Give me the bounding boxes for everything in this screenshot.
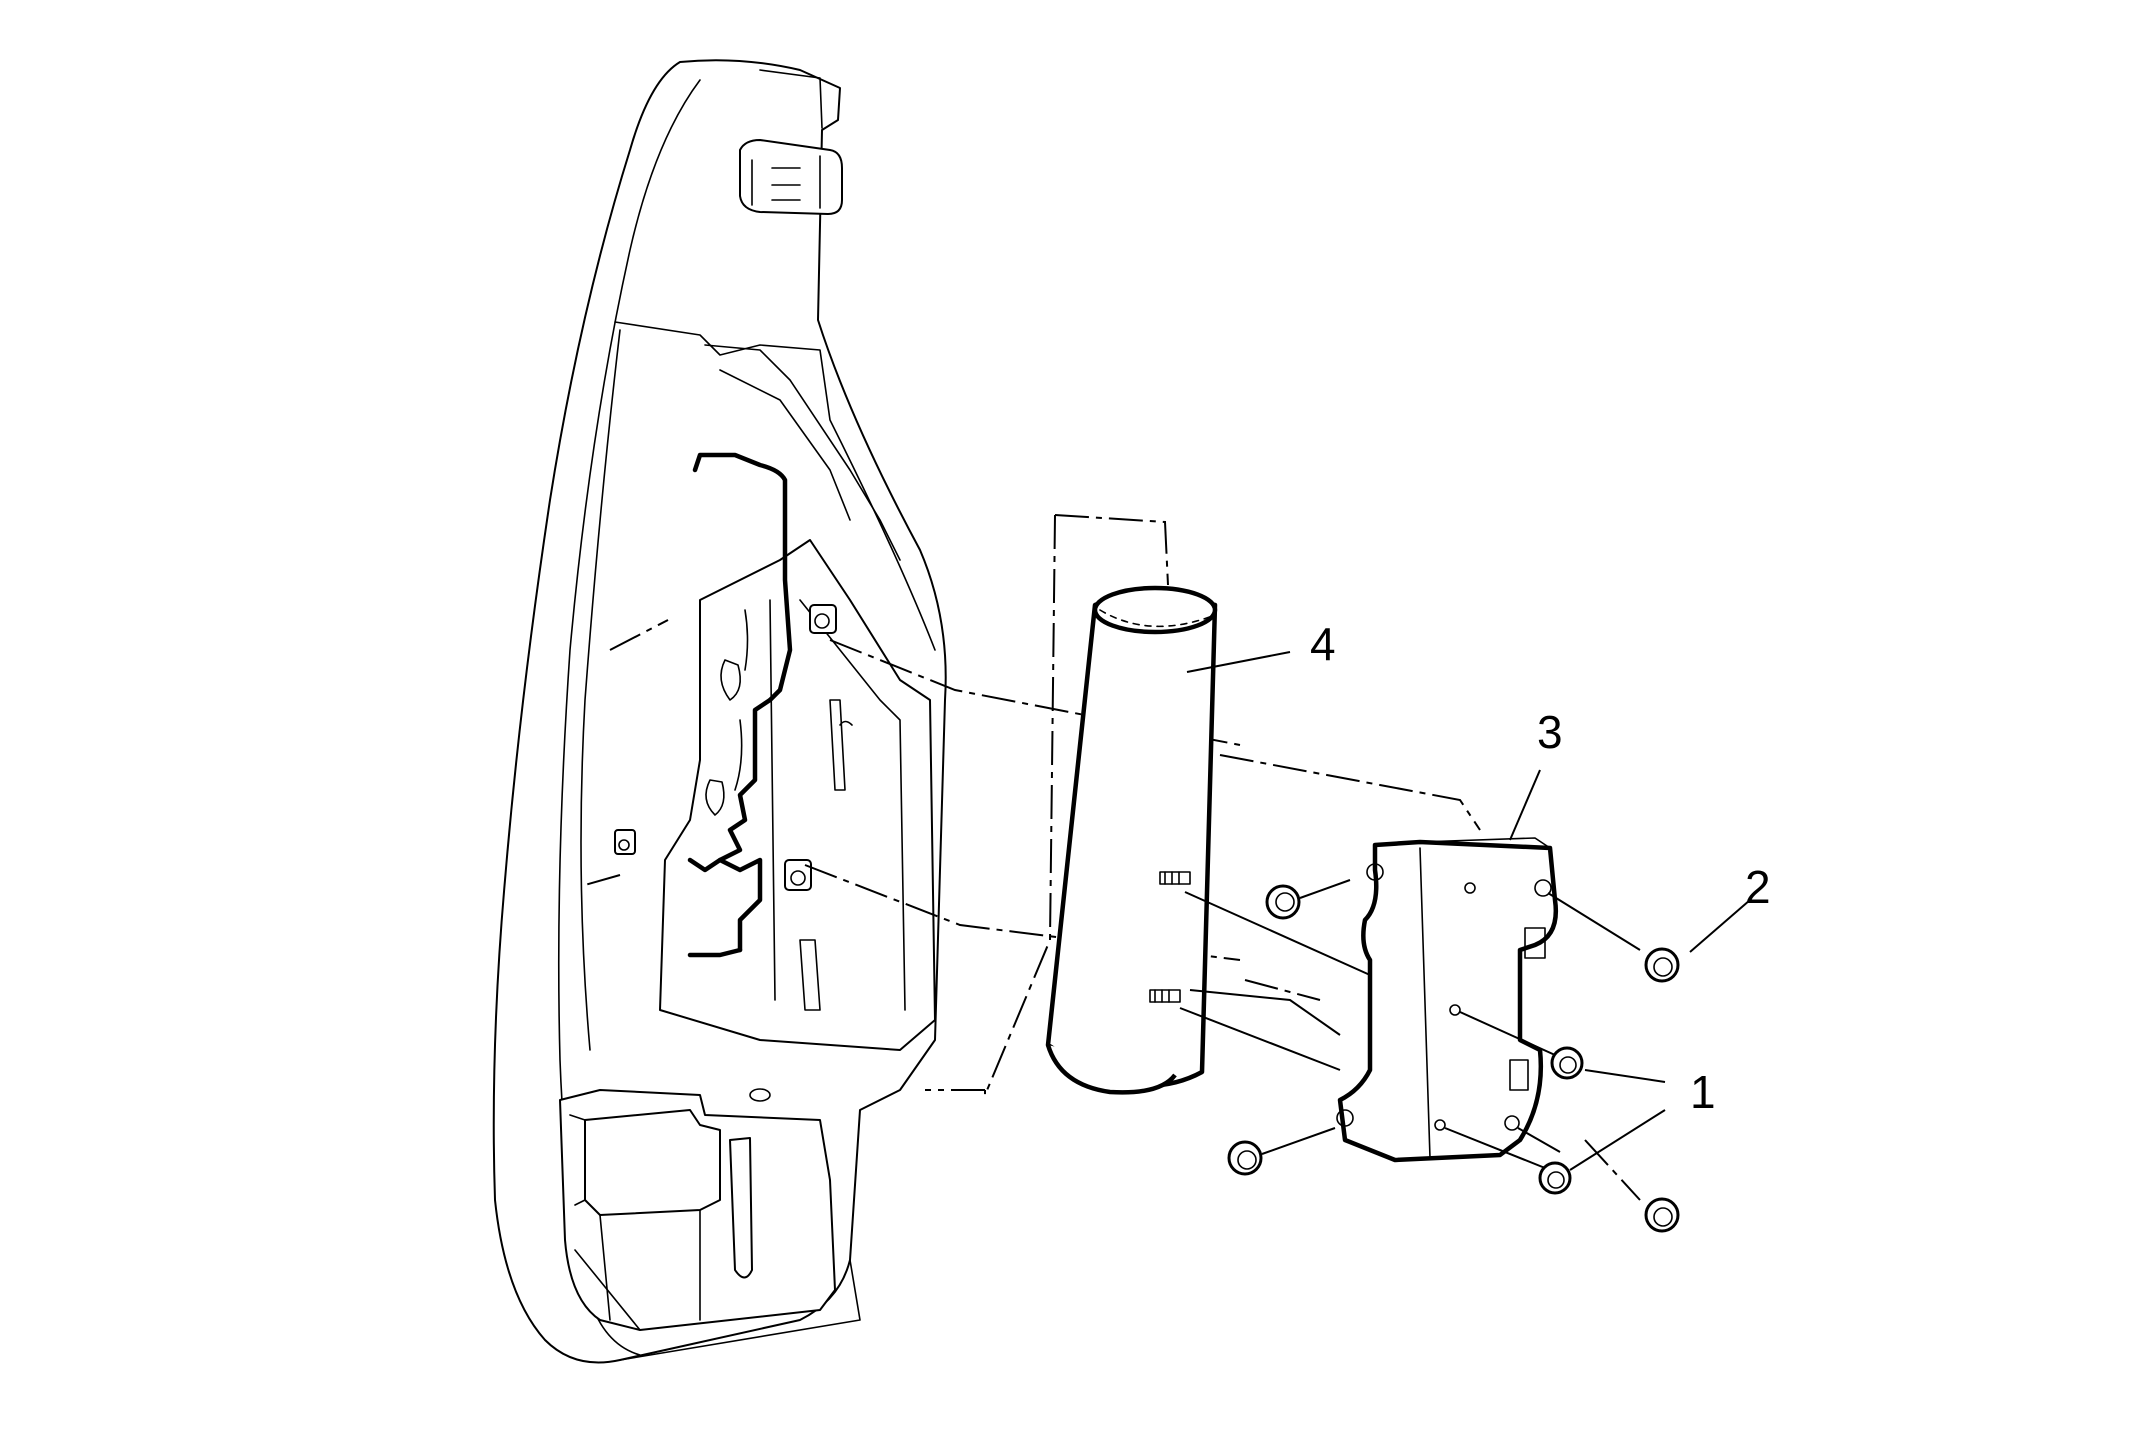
trim-panel <box>492 59 947 1364</box>
fasteners <box>1227 879 1680 1233</box>
bolt-lower-far-right <box>1644 1197 1680 1233</box>
callout-2: 2 <box>1745 861 1771 913</box>
alignment-lines <box>584 514 1641 1201</box>
callout-leaders <box>1186 651 1751 1171</box>
callout-4: 4 <box>1310 618 1336 670</box>
nut-lower-left <box>1227 1127 1336 1176</box>
airbag-module <box>1045 585 1371 1095</box>
callout-3: 3 <box>1537 706 1563 758</box>
bolt-2 <box>1644 947 1680 983</box>
callout-1: 1 <box>1690 1066 1716 1118</box>
nut-upper-left <box>1265 879 1351 920</box>
nut-mid-right <box>1550 1046 1584 1080</box>
mounting-bracket <box>1336 837 1641 1171</box>
nut-lower-right <box>1538 1161 1572 1195</box>
